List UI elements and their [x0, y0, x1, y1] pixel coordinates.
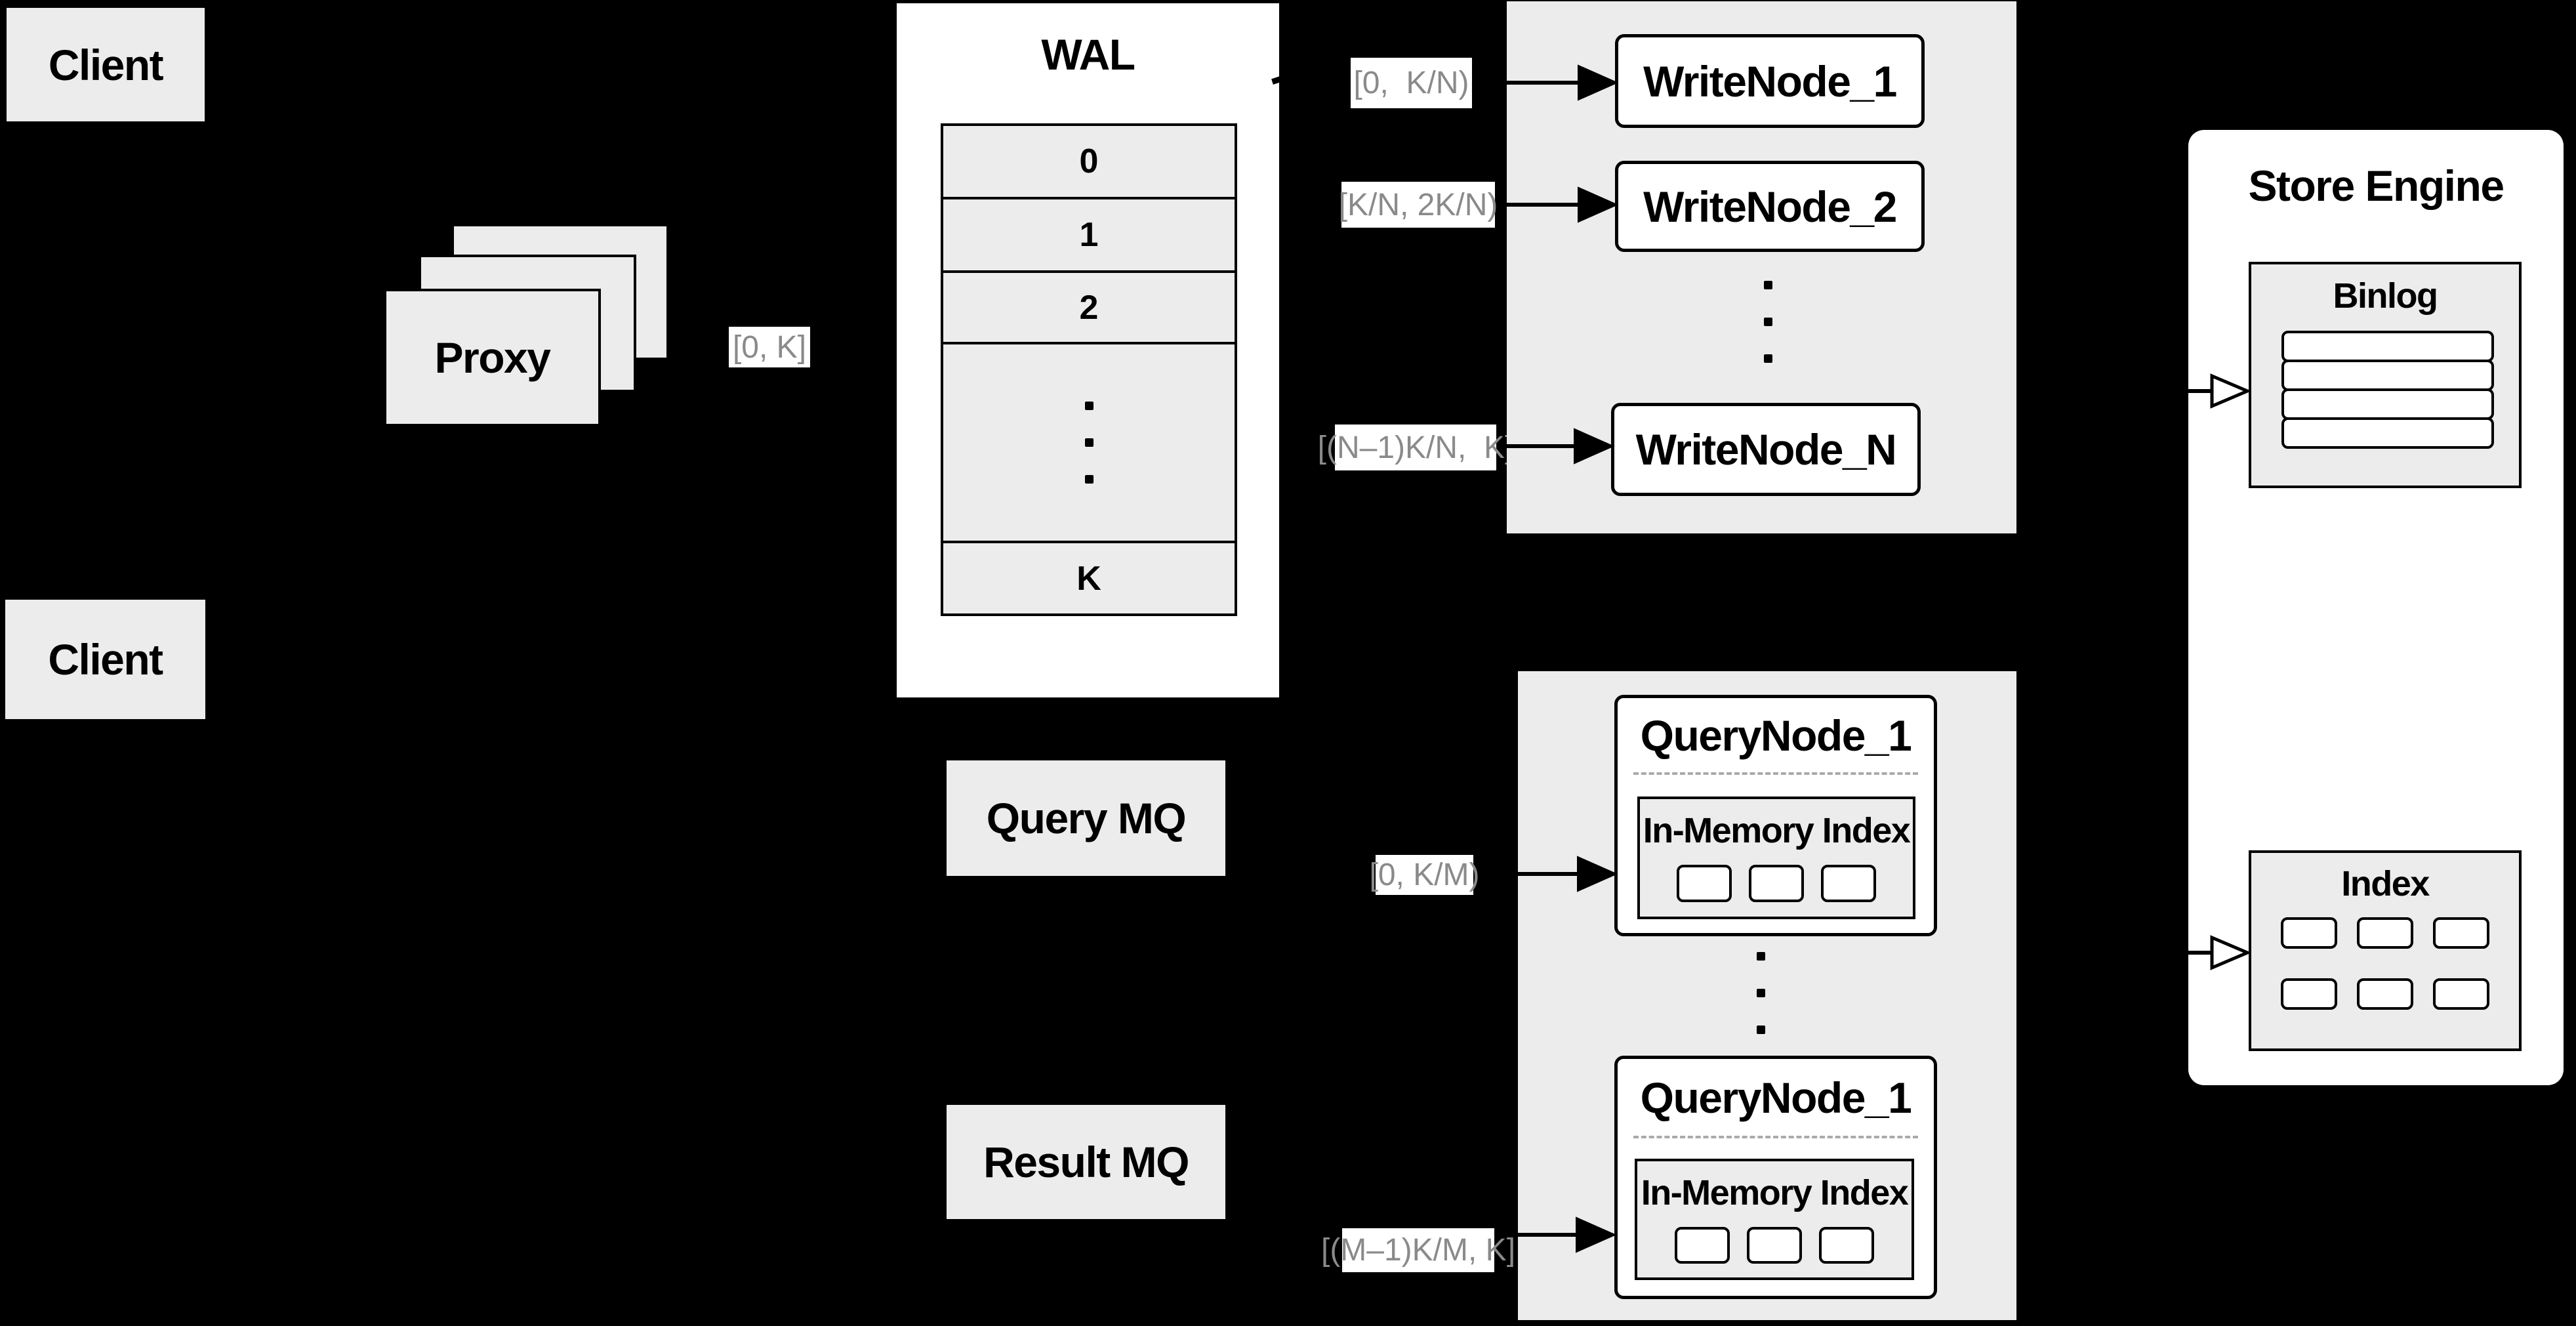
index-segments-row-1	[2251, 917, 2519, 949]
wal-row-ellipsis	[941, 342, 1237, 543]
writenode-ellipsis-dots-icon	[1764, 281, 1772, 363]
proxy-box-front: Proxy	[384, 289, 601, 426]
index-title: Index	[2251, 858, 2519, 909]
querynode-1-inmemory-index-text: In-Memory Index	[1643, 811, 1911, 850]
range-label-writenode-2: [K/N, 2K/N)	[1339, 182, 1498, 228]
segment-icon	[1819, 1227, 1874, 1264]
binlog-title: Binlog	[2251, 270, 2519, 322]
segment-icon	[2357, 978, 2413, 1010]
querynode-1-title-text: QueryNode_1	[1640, 711, 1912, 760]
writenode-1-box: WriteNode_1	[1615, 34, 1925, 128]
querynode-1-inmemory-index-title: In-Memory Index	[1640, 804, 1913, 857]
segment-icon	[2433, 917, 2489, 949]
segment-icon	[1749, 865, 1804, 902]
query-mq-label: Query MQ	[986, 794, 1187, 842]
range-label-writenode-1: [0, K/N)	[1351, 58, 1472, 108]
result-mq-label: Result MQ	[983, 1138, 1189, 1186]
writenode-n-label: WriteNode_N	[1635, 425, 1897, 474]
wal-row-k: K	[941, 541, 1237, 616]
querynode-1-inmemory-index-box: In-Memory Index	[1637, 797, 1915, 919]
wal-title-text: WAL	[1041, 30, 1135, 79]
segment-icon	[1675, 1227, 1730, 1264]
segment-icon	[1747, 1227, 1802, 1264]
querynode-2-divider	[1633, 1136, 1918, 1138]
querynode-2-title: QueryNode_1	[1618, 1059, 1934, 1136]
segment-icon	[2281, 978, 2337, 1010]
segment-icon	[2357, 917, 2413, 949]
client-bottom-label: Client	[48, 635, 163, 684]
binlog-row-icon	[2281, 360, 2494, 391]
querynode-1-divider	[1633, 772, 1918, 775]
query-mq-box: Query MQ	[947, 760, 1225, 876]
result-mq-box: Result MQ	[947, 1105, 1225, 1219]
wal-row-2-label: 2	[1079, 288, 1099, 327]
writenode-2-box: WriteNode_2	[1615, 161, 1925, 252]
querynode-2-inmemory-index-text: In-Memory Index	[1641, 1173, 1909, 1212]
wal-title: WAL	[897, 28, 1279, 81]
proxy-label: Proxy	[434, 333, 551, 382]
writenode-group-panel: WriteNode_1 WriteNode_2 WriteNode_N	[1507, 1, 2016, 533]
range-label-writenode-n: [(N–1)K/N, K]	[1318, 425, 1513, 470]
wal-table: 0 1 2 K	[941, 123, 1237, 616]
binlog-row-icon	[2281, 388, 2494, 420]
range-label-proxy-out: [0, K]	[729, 327, 810, 367]
querynode-1-title: QueryNode_1	[1618, 698, 1934, 772]
wal-row-1: 1	[941, 197, 1237, 273]
index-segments-row-2	[2251, 978, 2519, 1010]
binlog-box: Binlog	[2249, 262, 2522, 488]
querynode-group-panel: QueryNode_1 In-Memory Index QueryNode_1	[1518, 671, 2016, 1320]
segment-icon	[2433, 978, 2489, 1010]
client-box-top: Client	[7, 8, 205, 121]
querynode-2-inmemory-index-box: In-Memory Index	[1635, 1159, 1914, 1280]
querynode-1-segments	[1640, 865, 1913, 902]
wal-row-k-label: K	[1076, 559, 1101, 598]
writenode-1-label: WriteNode_1	[1643, 56, 1897, 106]
store-engine-panel: Store Engine Binlog Index	[2188, 130, 2564, 1085]
segment-icon	[1677, 865, 1732, 902]
binlog-title-text: Binlog	[2333, 276, 2438, 316]
store-engine-title: Store Engine	[2188, 156, 2564, 215]
index-box: Index	[2249, 850, 2522, 1051]
range-label-querynode-1: [0, K/M)	[1369, 855, 1480, 895]
segment-icon	[1821, 865, 1876, 902]
index-title-text: Index	[2341, 864, 2430, 903]
binlog-rows	[2281, 331, 2494, 449]
querynode-2-box: QueryNode_1 In-Memory Index	[1614, 1056, 1937, 1299]
client-box-bottom: Client	[5, 600, 205, 719]
wal-row-0-label: 0	[1079, 142, 1099, 180]
querynode-2-title-text: QueryNode_1	[1640, 1073, 1912, 1122]
ellipsis-dots-icon	[1084, 402, 1094, 484]
client-top-label: Client	[48, 40, 164, 89]
querynode-2-segments	[1637, 1227, 1912, 1264]
store-engine-title-text: Store Engine	[2248, 161, 2504, 210]
querynode-ellipsis-dots-icon	[1757, 952, 1765, 1034]
binlog-row-icon	[2281, 331, 2494, 362]
querynode-2-inmemory-index-title: In-Memory Index	[1637, 1167, 1912, 1219]
writenode-2-label: WriteNode_2	[1643, 182, 1897, 231]
binlog-row-icon	[2281, 417, 2494, 449]
wal-row-0: 0	[941, 123, 1237, 199]
wal-row-1-label: 1	[1079, 216, 1099, 254]
querynode-1-box: QueryNode_1 In-Memory Index	[1614, 695, 1937, 936]
writenode-n-box: WriteNode_N	[1611, 403, 1921, 496]
wal-panel: WAL 0 1 2 K	[897, 3, 1279, 697]
wal-row-2: 2	[941, 270, 1237, 344]
segment-icon	[2281, 917, 2337, 949]
range-label-querynode-2: [(M–1)K/M, K]	[1321, 1228, 1515, 1272]
